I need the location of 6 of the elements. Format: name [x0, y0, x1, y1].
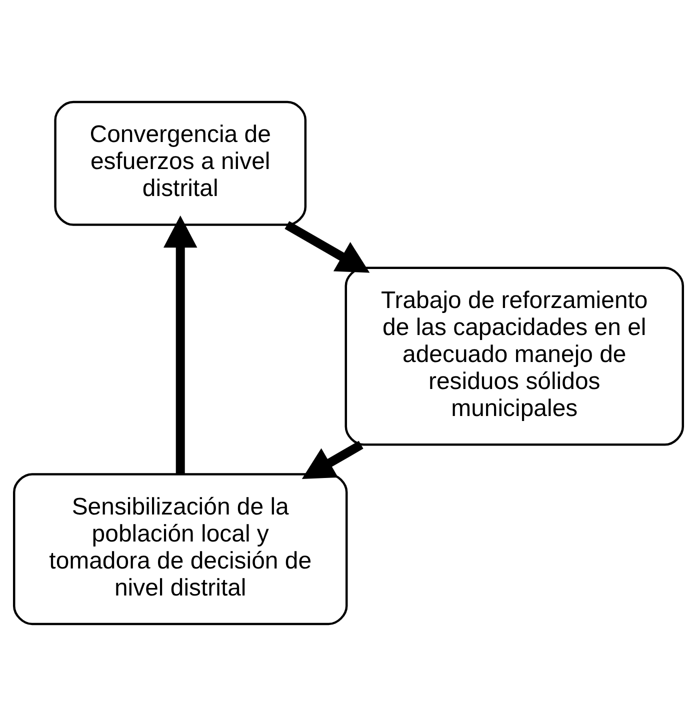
arrow: [284, 220, 370, 272]
node-box: Sensibilización de la población local y tomadora de decisión de nivel distrital: [12, 472, 348, 625]
arrow: [164, 215, 198, 474]
node-box: Convergencia de esfuerzos a nivel distrital: [54, 100, 307, 226]
node-box: Trabajo de reforzamiento de las capacidades en el adecuado manejo de residuos sólidos municipales: [344, 266, 684, 446]
arrow: [302, 440, 364, 478]
